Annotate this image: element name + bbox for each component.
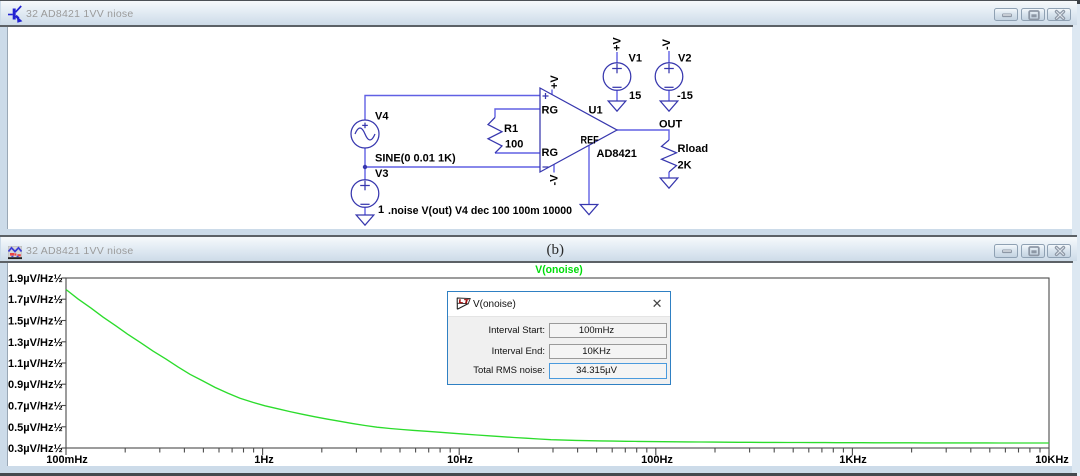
svg-text:SINE(0 0.01 1K): SINE(0 0.01 1K) [375, 153, 456, 165]
svg-text:R1: R1 [504, 123, 518, 135]
svg-text:V3: V3 [375, 168, 388, 180]
svg-text:U1: U1 [589, 105, 603, 117]
svg-text:+V: +V [612, 37, 624, 51]
svg-text:1: 1 [378, 204, 384, 216]
svg-text:REF: REF [581, 135, 599, 147]
svg-text:RG: RG [542, 147, 559, 159]
svg-text:+V: +V [549, 75, 561, 89]
svg-text:2K: 2K [678, 160, 692, 172]
svg-text:-V: -V [661, 38, 673, 50]
svg-text:OUT: OUT [659, 119, 683, 131]
svg-text:15: 15 [629, 90, 641, 102]
svg-text:V2: V2 [678, 52, 691, 64]
svg-text:V4: V4 [375, 111, 389, 123]
svg-text:RG: RG [542, 105, 559, 117]
svg-text:.noise V(out) V4 dec 100 100m: .noise V(out) V4 dec 100 100m 10000 [388, 205, 572, 217]
svg-text:AD8421: AD8421 [597, 148, 637, 160]
svg-text:-V: -V [549, 174, 561, 186]
svg-text:Rload: Rload [678, 143, 709, 155]
svg-text:V1: V1 [629, 52, 642, 64]
svg-text:-15: -15 [677, 90, 693, 102]
svg-text:100: 100 [505, 139, 523, 151]
